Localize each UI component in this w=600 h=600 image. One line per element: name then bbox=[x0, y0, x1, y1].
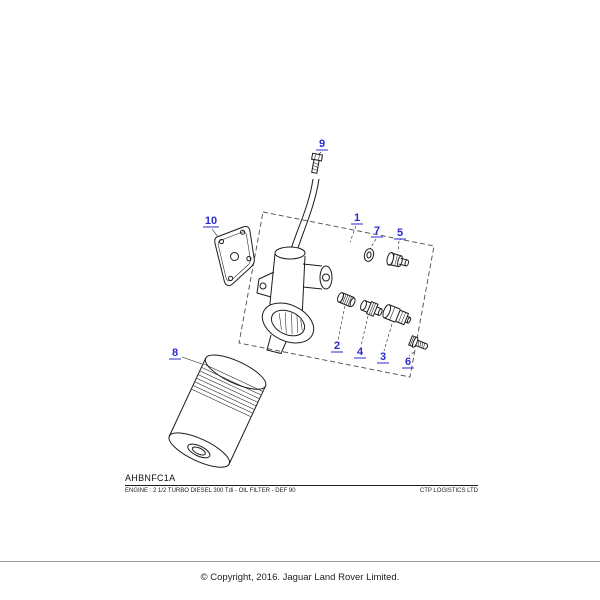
callout-7[interactable]: 7 bbox=[369, 225, 383, 250]
callout-7-label: 7 bbox=[374, 225, 380, 237]
callout-8-label: 8 bbox=[172, 347, 178, 359]
callout-1[interactable]: 1 bbox=[349, 212, 363, 243]
fitting-2-drawing bbox=[337, 292, 356, 308]
callout-10-label: 10 bbox=[205, 215, 217, 227]
callout-2-label: 2 bbox=[334, 340, 340, 352]
title-block: AHBNFC1A ENGINE : 2 1/2 TURBO DIESEL 300… bbox=[125, 473, 478, 494]
oil-filter-canister-drawing bbox=[168, 354, 267, 468]
union-4-drawing bbox=[360, 300, 383, 317]
callout-4-label: 4 bbox=[357, 346, 364, 358]
callout-5-label: 5 bbox=[397, 227, 403, 239]
bolt-6-drawing bbox=[407, 335, 428, 350]
pipe-drawing bbox=[290, 178, 320, 252]
gasket-drawing bbox=[214, 225, 255, 287]
callout-3[interactable]: 3 bbox=[377, 323, 393, 364]
bolt-9-drawing bbox=[311, 152, 324, 174]
copyright-bar: © Copyright, 2016. Jaguar Land Rover Lim… bbox=[0, 561, 600, 583]
callout-4[interactable]: 4 bbox=[354, 315, 369, 359]
callout-9[interactable]: 9 bbox=[316, 138, 328, 156]
callout-6[interactable]: 6 bbox=[402, 351, 415, 369]
adapter-3-drawing bbox=[382, 304, 412, 326]
title-block-rule bbox=[125, 485, 478, 486]
supplier-name: CTP LOGISTICS LTD bbox=[419, 488, 478, 494]
callout-3-label: 3 bbox=[380, 351, 386, 363]
callout-2[interactable]: 2 bbox=[331, 305, 346, 353]
drawing-description: ENGINE : 2 1/2 TURBO DIESEL 300 Tdi - OI… bbox=[125, 488, 296, 494]
washer-7-drawing bbox=[363, 248, 375, 262]
drawing-code: AHBNFC1A bbox=[125, 473, 176, 483]
sensor-5-drawing bbox=[386, 251, 409, 268]
callout-9-label: 9 bbox=[319, 138, 325, 150]
kit-boundary-dashed-box bbox=[238, 211, 435, 378]
callout-8[interactable]: 8 bbox=[169, 347, 203, 365]
callout-1-label: 1 bbox=[354, 212, 360, 224]
callout-6-label: 6 bbox=[405, 356, 411, 368]
copyright-text: © Copyright, 2016. Jaguar Land Rover Lim… bbox=[200, 572, 400, 583]
filter-housing-drawing bbox=[256, 246, 333, 355]
callout-5[interactable]: 5 bbox=[394, 227, 406, 253]
callout-10[interactable]: 10 bbox=[203, 215, 219, 238]
